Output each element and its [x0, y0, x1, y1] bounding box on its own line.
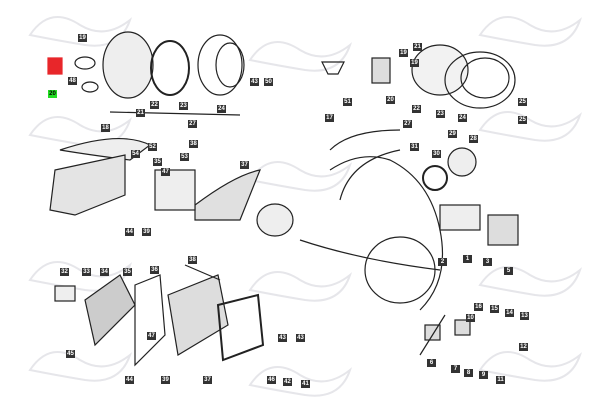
part-label[interactable]: 25: [518, 116, 527, 124]
watermark-logo-mark: [478, 111, 583, 142]
part-label[interactable]: 37: [203, 376, 212, 384]
part-label[interactable]: 22: [150, 101, 159, 109]
part-label[interactable]: 13: [520, 312, 529, 320]
part-label[interactable]: 47: [161, 168, 170, 176]
part-label-selected[interactable]: 20: [48, 90, 57, 98]
part-label[interactable]: 44: [125, 228, 134, 236]
part-label[interactable]: 54: [131, 150, 140, 158]
part-label[interactable]: 51: [343, 98, 352, 106]
part-label[interactable]: 5: [504, 267, 513, 275]
part-label[interactable]: 27: [188, 120, 197, 128]
part-label[interactable]: 36: [150, 266, 159, 274]
part-label[interactable]: 34: [100, 268, 109, 276]
part-label[interactable]: 16: [474, 303, 483, 311]
switch-assembly: [419, 314, 471, 356]
part-label[interactable]: 21: [413, 43, 422, 51]
part-label[interactable]: 19: [399, 49, 408, 57]
part-label[interactable]: 1: [463, 255, 472, 263]
part-label[interactable]: 33: [82, 268, 91, 276]
leg-shield-and-tail: [49, 138, 519, 246]
part-label[interactable]: 10: [466, 314, 475, 322]
watermark-logo-mark: [248, 41, 353, 72]
part-label[interactable]: 53: [180, 153, 189, 161]
selected-part-bulb-holder: [47, 57, 63, 75]
part-label[interactable]: 38: [189, 140, 198, 148]
headlight-assembly: [74, 31, 245, 116]
part-label[interactable]: 46: [267, 376, 276, 384]
part-label[interactable]: 2: [438, 258, 447, 266]
part-label[interactable]: 35: [153, 158, 162, 166]
part-label[interactable]: 7: [451, 365, 460, 373]
watermark-logo-mark: [28, 116, 133, 147]
part-label[interactable]: 44: [125, 376, 134, 384]
part-label[interactable]: 31: [410, 143, 419, 151]
part-label[interactable]: 3: [483, 258, 492, 266]
part-label[interactable]: 43: [250, 78, 259, 86]
part-label[interactable]: 48: [68, 77, 77, 85]
part-label[interactable]: 19: [410, 59, 419, 67]
part-label[interactable]: 23: [436, 110, 445, 118]
part-label[interactable]: 47: [147, 332, 156, 340]
part-label[interactable]: 29: [448, 130, 457, 138]
part-label[interactable]: 17: [325, 114, 334, 122]
part-label[interactable]: 27: [403, 120, 412, 128]
watermark-logo-mark: [28, 16, 133, 47]
part-label[interactable]: 20: [386, 96, 395, 104]
part-label[interactable]: 14: [505, 309, 514, 317]
battery-box-assembly: [54, 264, 265, 367]
part-label[interactable]: 22: [412, 105, 421, 113]
part-label[interactable]: 37: [240, 161, 249, 169]
part-label[interactable]: 43: [296, 334, 305, 342]
part-label[interactable]: 21: [136, 109, 145, 117]
part-label[interactable]: 18: [101, 124, 110, 132]
part-label[interactable]: 43: [278, 334, 287, 342]
part-label[interactable]: 42: [283, 378, 292, 386]
part-label[interactable]: 6: [427, 359, 436, 367]
part-label[interactable]: 12: [519, 343, 528, 351]
watermark-logo-mark: [248, 271, 353, 302]
part-label[interactable]: 28: [469, 135, 478, 143]
speedometer-assembly: [321, 44, 516, 191]
part-label[interactable]: 50: [264, 78, 273, 86]
part-label[interactable]: 30: [432, 150, 441, 158]
scooter-outline: [256, 129, 444, 311]
part-label[interactable]: 38: [188, 256, 197, 264]
part-label[interactable]: 11: [496, 376, 505, 384]
watermark-logo-mark: [478, 351, 583, 382]
part-label[interactable]: 24: [458, 114, 467, 122]
watermark-logo-mark: [28, 351, 133, 382]
part-label[interactable]: 39: [161, 376, 170, 384]
part-label[interactable]: 24: [217, 105, 226, 113]
part-label[interactable]: 19: [78, 34, 87, 42]
part-label[interactable]: 25: [518, 98, 527, 106]
part-label[interactable]: 23: [179, 102, 188, 110]
part-label[interactable]: 45: [66, 350, 75, 358]
part-label[interactable]: 32: [60, 268, 69, 276]
part-label[interactable]: 8: [464, 369, 473, 377]
part-label[interactable]: 9: [479, 371, 488, 379]
part-label[interactable]: 35: [123, 268, 132, 276]
watermark-logo-mark: [248, 366, 353, 397]
part-label[interactable]: 52: [148, 143, 157, 151]
part-label[interactable]: 15: [490, 305, 499, 313]
part-label[interactable]: 41: [301, 380, 310, 388]
part-label[interactable]: 39: [142, 228, 151, 236]
watermark-logo-mark: [248, 161, 353, 192]
watermark-logo-mark: [478, 16, 583, 47]
